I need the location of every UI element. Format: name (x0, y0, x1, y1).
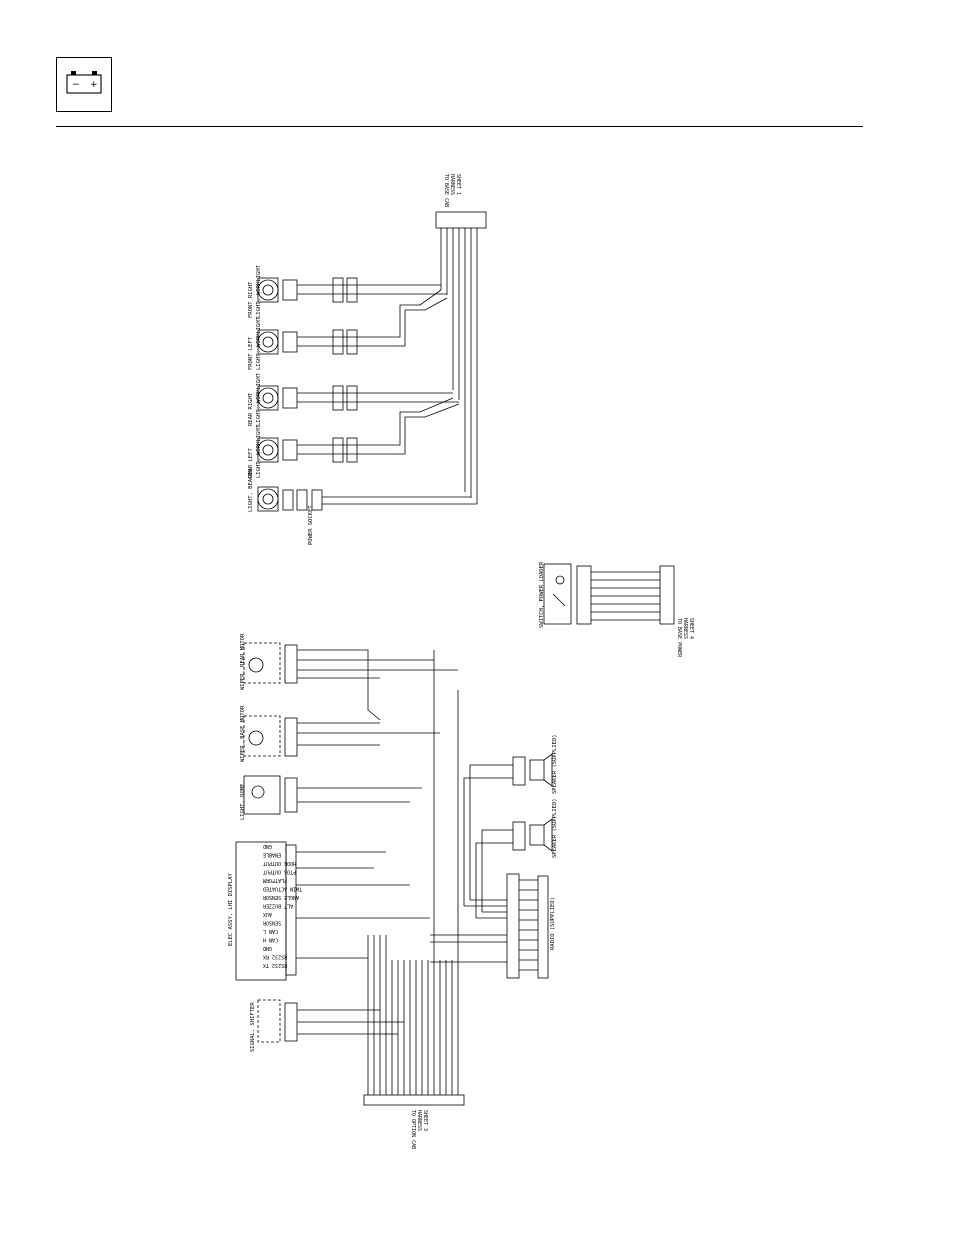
lhi-display-pin-label: CAN L (263, 928, 278, 934)
speaker-left: SPEAKER (SUPPLIED) (475, 798, 558, 918)
beacon-light-label: LIGHT, BEACON (248, 469, 254, 512)
lhi-display: ELEC ASSY, LHI DISPLAY RS232 TX RS232 RX G… (228, 841, 430, 981)
lhi-display-pin-label: PLATFORM (263, 877, 287, 883)
signal-shifter-label: SIGNAL, SHIFTER (250, 1002, 256, 1052)
dome-light-label: LIGHT, DOME (240, 784, 246, 820)
beacon-light: LIGHT, BEACON (248, 469, 279, 512)
radio-label: RADIO (SUPPLIED) (550, 897, 556, 950)
wiper-base-motor-label: WIPER, BASE MOTOR (240, 705, 246, 762)
worklight-rear-right-label-2: LIGHT, WORKLIGHT (256, 372, 262, 426)
lhi-display-pin-label: ENABLE (263, 852, 281, 858)
lhi-display-label: ELEC ASSY, LHI DISPLAY (228, 872, 234, 946)
worklight-front-right-label-2: LIGHT, WORKLIGHT (256, 264, 262, 318)
lhi-display-pin-label: PTOS OUTPUT (263, 869, 296, 875)
worklight-rear-right-label-1: REAR RIGHT (248, 392, 254, 426)
power-socket: POWER SOCKET (282, 489, 477, 545)
bottom-harness-ref-2: HARNESS (416, 1110, 422, 1131)
lhi-display-pin-label: AUX (263, 911, 272, 917)
worklight-front-right: FRONT RIGHT LIGHT, WORKLIGHT (248, 264, 447, 318)
worklight-front-left: FRONT LEFT LIGHT, WORKLIGHT (248, 289, 448, 370)
bottom-circuit: TO OPTION CAB HARNESS SHEET 3 WIPER, REA… (228, 633, 558, 1149)
worklight-rear-left: REAR LEFT LIGHT, WORKLIGHT (248, 397, 460, 478)
lhi-display-pin-label: ALT BUZZER (262, 903, 293, 909)
lhi-display-pin-label: RS232 RX (263, 954, 287, 960)
battery-plus-sign: + (90, 80, 98, 90)
worklight-front-right-label-1: FRONT RIGHT (248, 281, 254, 318)
bottom-harness-ref-1: TO OPTION CAB (410, 1110, 416, 1149)
worklight-front-left-label-1: FRONT LEFT (248, 336, 254, 370)
worklight-rear-left-label-2: LIGHT, WORKLIGHT (256, 424, 262, 478)
radio: RADIO (SUPPLIED) (430, 873, 556, 979)
worklight-rear-left-label-1: REAR LEFT (248, 448, 254, 478)
power-socket-label: POWER SOCKET (308, 505, 314, 545)
speaker-left-label: SPEAKER (SUPPLIED) (552, 798, 558, 858)
header-divider (56, 126, 863, 127)
bottom-harness-ref-3: SHEET 3 (422, 1110, 428, 1131)
signal-shifter: SIGNAL, SHIFTER (250, 999, 404, 1052)
dome-light: LIGHT, DOME (240, 775, 422, 820)
lhi-display-pin-label: ANGLE SENSOR (262, 894, 299, 900)
switch-harness-ref-3: SHEET 4 (688, 618, 694, 639)
switch-circuit: SWITCH, POWER LOADER TO BASE POWER HARNE… (539, 561, 694, 658)
wiper-base-motor: WIPER, BASE MOTOR (240, 705, 440, 762)
lhi-display-pin-label: SENSOR (262, 920, 281, 926)
worklight-rear-right: REAR RIGHT LIGHT, WORKLIGHT (248, 372, 459, 426)
lhi-display-pin-label: HOOK OUTPUT (263, 860, 296, 866)
lhi-display-pin-label: TWIN ACTUATED (263, 886, 302, 892)
top-harness-ref-2: HARNESS (449, 174, 455, 195)
lhi-display-pin-label: GND (263, 945, 272, 951)
wiper-rear-motor: WIPER, REAR MOTOR (240, 633, 458, 721)
top-harness-ref-1: TO BASE CAB (443, 174, 449, 207)
wiper-rear-motor-label: WIPER, REAR MOTOR (240, 633, 246, 690)
battery-icon: − + (66, 71, 102, 94)
speaker-right-label: SPEAKER (SUPPLIED) (552, 734, 558, 794)
battery-minus-sign: − (72, 80, 80, 90)
lhi-display-pin-label: GND (263, 843, 272, 849)
battery-symbol-box: − + (56, 57, 112, 112)
worklight-front-left-label-2: LIGHT, WORKLIGHT (256, 316, 262, 370)
top-harness-ref-3: SHEET 1 (455, 174, 461, 195)
speaker-right: SPEAKER (SUPPLIED) (463, 734, 558, 906)
switch-harness-ref-2: HARNESS (682, 618, 688, 639)
lhi-display-pin-label: RS232 TX (263, 962, 287, 968)
top-circuit: TO BASE CAB HARNESS SHEET 1 FR (248, 174, 487, 545)
power-loader-switch-label: SWITCH, POWER LOADER (539, 561, 545, 628)
switch-harness-ref-1: TO BASE POWER (676, 618, 682, 658)
lhi-display-pin-label: CAN H (263, 937, 278, 943)
